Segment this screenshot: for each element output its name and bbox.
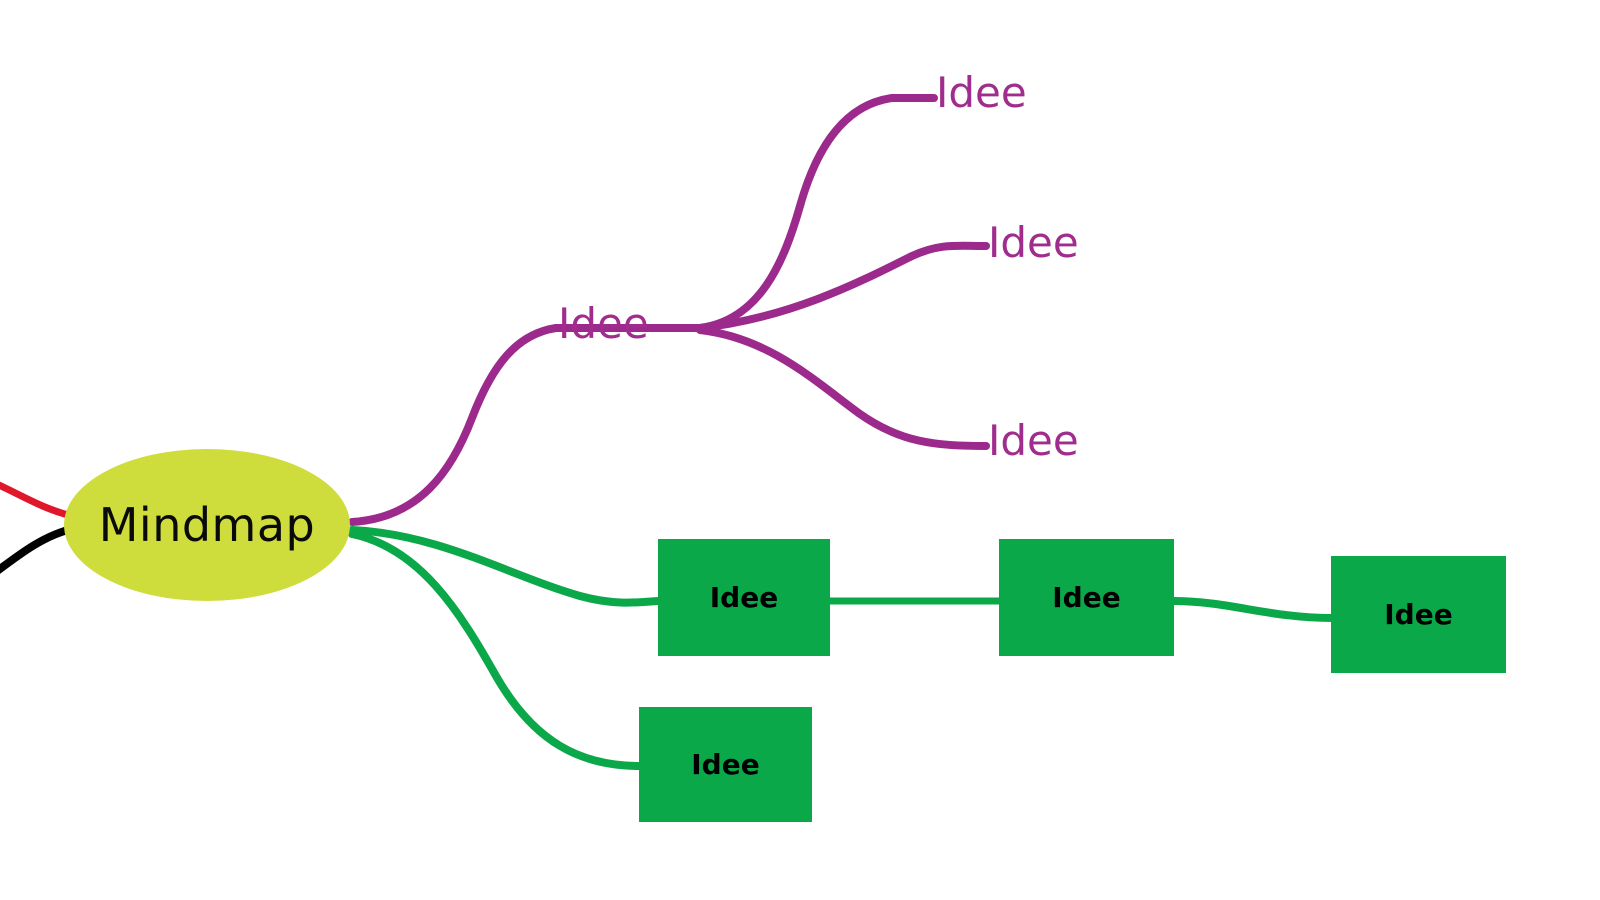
purple-leaf-node-3[interactable]: Idee bbox=[988, 416, 1079, 465]
green-box-node-4[interactable]: Idee bbox=[639, 707, 812, 822]
edge-root-to-box-1 bbox=[348, 526, 664, 607]
green-box-label-1: Idee bbox=[709, 580, 779, 614]
green-box-node-2[interactable]: Idee bbox=[999, 539, 1174, 656]
edge-root-to-box-4 bbox=[348, 530, 644, 770]
green-box-node-3[interactable]: Idee bbox=[1331, 556, 1506, 673]
green-box-label-3: Idee bbox=[1384, 597, 1453, 631]
edge-root-offscreen-red bbox=[0, 481, 76, 520]
purple-leaf-node-2[interactable]: Idee bbox=[988, 218, 1079, 267]
green-box-label-4: Idee bbox=[691, 747, 760, 781]
edge-purple-branch-to-leaf-1 bbox=[696, 94, 938, 332]
edge-purple-branch-to-leaf-3 bbox=[696, 326, 990, 450]
root-node-label: Mindmap bbox=[98, 498, 316, 552]
edge-box-2-to-box-3 bbox=[1168, 597, 1337, 622]
purple-branch-node[interactable]: Idee bbox=[558, 299, 649, 348]
green-box-label-2: Idee bbox=[1052, 580, 1121, 614]
green-box-node-1[interactable]: Idee bbox=[658, 539, 830, 656]
edge-purple-branch-to-leaf-2 bbox=[696, 241, 990, 332]
purple-leaf-node-1[interactable]: Idee bbox=[936, 68, 1027, 117]
edge-root-to-purple-branch bbox=[348, 324, 560, 526]
root-node-mindmap[interactable]: Mindmap bbox=[64, 449, 350, 601]
